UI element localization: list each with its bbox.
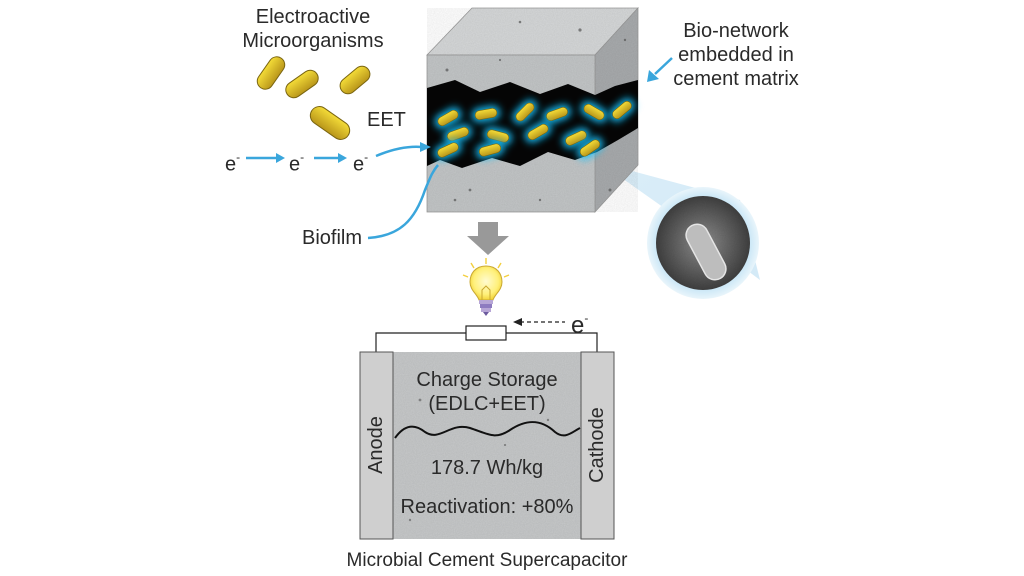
bionetwork-leader [647, 57, 673, 82]
down-arrow-icon [467, 222, 509, 255]
glowing-bacterium [580, 101, 608, 123]
microorganisms-group [256, 56, 371, 140]
biofilm-leader-line [367, 164, 439, 240]
cathode-electrode [580, 351, 615, 540]
glowing-bacterium [476, 141, 504, 159]
bacterium [285, 69, 319, 99]
electron-label-3: e- [353, 150, 369, 176]
bacterium [309, 106, 351, 140]
anode-label: Anode [365, 416, 387, 474]
electron-label-2: e- [289, 150, 305, 176]
glowing-bacterium [444, 124, 472, 144]
anode-electrode [359, 351, 394, 540]
sem-zoom-icon [647, 187, 759, 299]
glowing-bacterium [434, 140, 462, 160]
bionetwork-label-line1: Bio-network [683, 20, 789, 42]
bacterium [339, 65, 371, 95]
glowing-bacterium [513, 100, 537, 124]
electron-flow-arrows [246, 142, 431, 163]
microorganisms-label-line2: Microorganisms [242, 30, 384, 52]
bionetwork-label-line2: embedded in [678, 44, 794, 66]
electron-label-1: e- [225, 150, 241, 176]
glowing-bacterium [543, 104, 571, 124]
reactivation-label: Reactivation: +80% [400, 496, 574, 518]
glowing-bacterium [577, 136, 603, 160]
biofilm-label: Biofilm [302, 227, 363, 249]
charge-storage-line2: (EDLC+EET) [428, 393, 546, 415]
microorganisms-label-line1: Electroactive [255, 6, 371, 28]
embedded-bacteria [434, 98, 635, 160]
charge-storage-line1: Charge Storage [416, 369, 558, 391]
bionetwork-label-line3: cement matrix [673, 68, 799, 90]
glowing-bacterium [484, 127, 512, 145]
glowing-bacterium [562, 128, 590, 148]
supercapacitor [359, 351, 615, 540]
lightbulb-icon [462, 258, 510, 316]
bacterium [256, 56, 286, 90]
cathode-label: Cathode [586, 407, 608, 483]
cement-pores [445, 20, 627, 202]
resistor-icon [465, 325, 507, 341]
glowing-bacterium [472, 105, 500, 123]
glowing-bacterium [609, 98, 635, 122]
circuit-wires [375, 332, 598, 352]
charge-storage-label: Charge Storage (EDLC+EET) [393, 368, 581, 416]
electron-return-label: e- [571, 311, 589, 339]
figure-caption: Microbial Cement Supercapacitor [346, 550, 628, 571]
cement-cube [426, 6, 760, 280]
microorganisms-label: Electroactive Microorganisms [238, 5, 388, 53]
electron-return-arrow [513, 318, 565, 326]
bionetwork-label: Bio-network embedded in cement matrix [661, 19, 811, 91]
electrolyte-interface [394, 421, 581, 439]
eet-label: EET [367, 109, 406, 131]
energy-density-label: 178.7 Wh/kg [430, 457, 544, 479]
glowing-bacterium [434, 107, 462, 129]
glowing-bacterium [524, 121, 552, 143]
